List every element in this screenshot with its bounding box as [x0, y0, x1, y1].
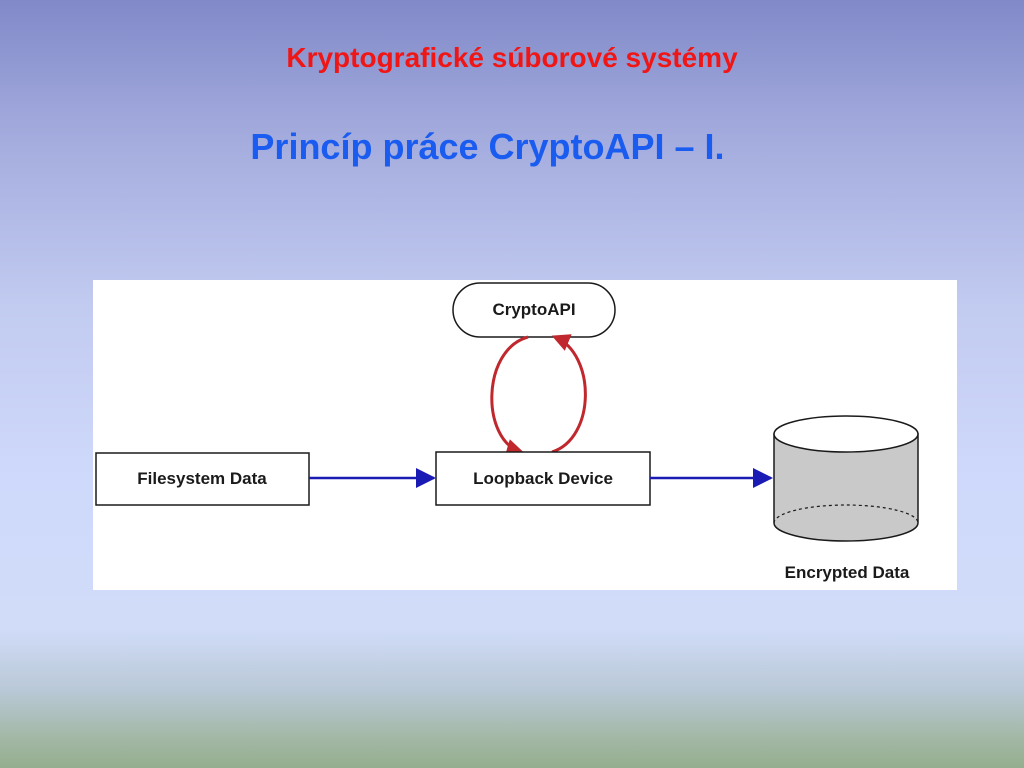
cryptoapi-diagram: CryptoAPI Filesystem Data Loopback Devic… [93, 280, 957, 590]
crypto-response-arrow [551, 334, 587, 454]
loopback-device-node: Loopback Device [435, 451, 651, 506]
loopback-device-label: Loopback Device [473, 469, 613, 488]
slide-subtitle: Princíp práce CryptoAPI – I. [250, 126, 725, 167]
filesystem-data-node: Filesystem Data [95, 452, 310, 506]
slide-title: Kryptografické súborové systémy [286, 42, 738, 73]
encrypted-data-cylinder-icon [773, 415, 919, 542]
encrypted-data-label: Encrypted Data [785, 563, 910, 582]
filesystem-data-label: Filesystem Data [137, 469, 267, 488]
cryptoapi-node: CryptoAPI [452, 282, 616, 338]
crypto-request-arrow [490, 335, 529, 457]
cryptoapi-label: CryptoAPI [492, 300, 575, 319]
